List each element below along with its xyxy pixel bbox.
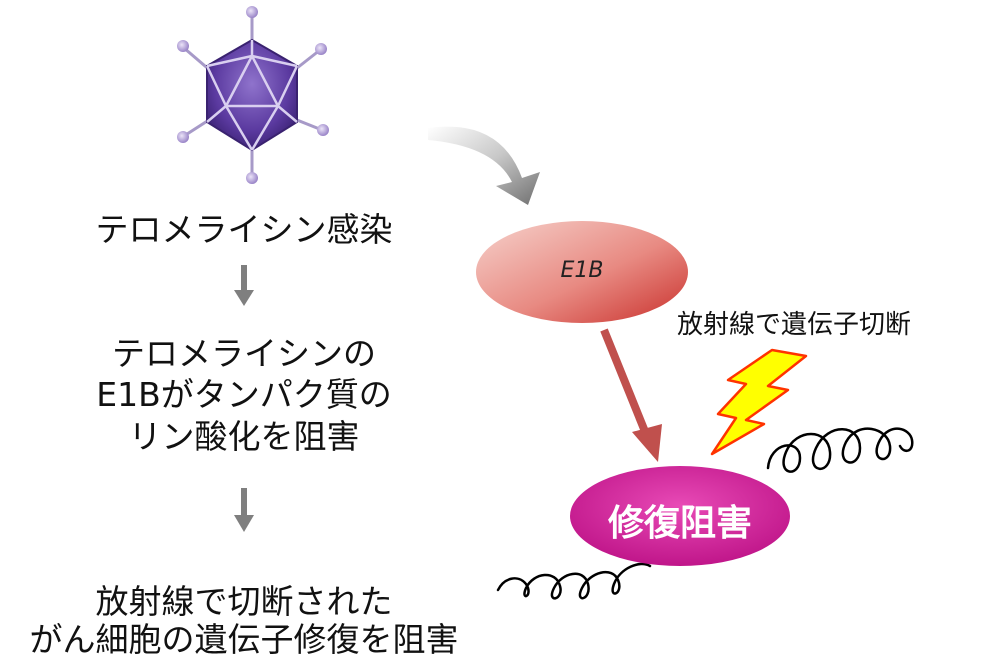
adenovirus-icon xyxy=(177,6,329,184)
red-arrow xyxy=(600,328,662,462)
step-infection: テロメライシン感染 xyxy=(95,210,393,249)
step-arrow-1 xyxy=(234,265,254,306)
e1b-ellipse xyxy=(476,221,688,323)
repair-block-label: 修復阻害 xyxy=(607,503,752,544)
step-e1b-line-1: テロメライシンの xyxy=(112,334,376,373)
lightning-bolt-icon xyxy=(710,348,808,456)
dna-strand-icon xyxy=(496,427,914,600)
radiation-label: 放射線で遺伝子切断 xyxy=(677,310,912,340)
repair-block-ellipse xyxy=(570,466,790,566)
e1b-label: E1B xyxy=(560,258,604,283)
grey-curved-arrow xyxy=(428,126,540,205)
step-result-line-2: がん細胞の遺伝子修復を阻害 xyxy=(29,620,459,659)
step-result-line-1: 放射線で切断された xyxy=(95,582,393,621)
step-arrow-2 xyxy=(234,488,254,532)
step-e1b-line-2: E1Bがタンパク質の xyxy=(96,375,392,414)
step-e1b-line-3: リン酸化を阻害 xyxy=(128,417,360,456)
